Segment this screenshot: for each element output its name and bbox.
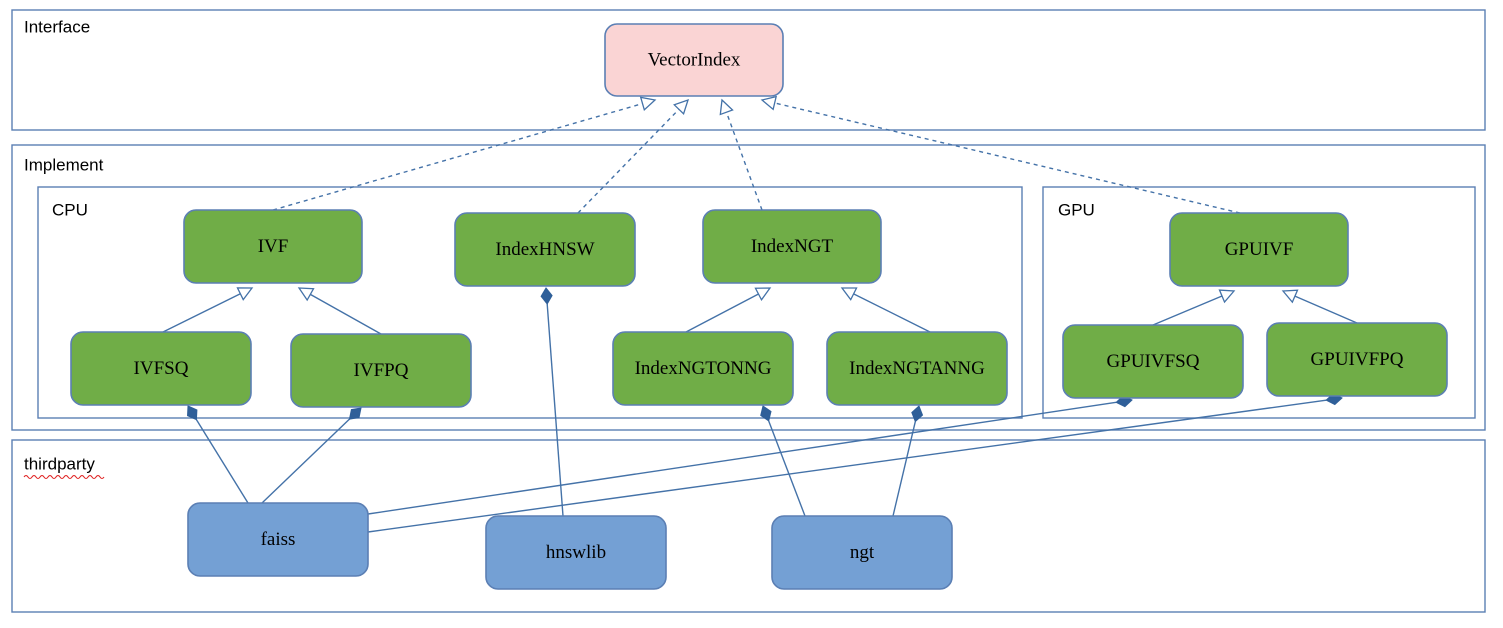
edge-line <box>309 293 382 335</box>
node-box-gpuivfpq[interactable] <box>1266 322 1448 397</box>
edge-line <box>367 401 1117 515</box>
edge-line <box>546 303 564 517</box>
node-ivfpq[interactable]: IVFPQ <box>290 333 472 408</box>
node-box-ivfpq[interactable] <box>290 333 472 408</box>
hollow-triangle-icon <box>639 96 657 112</box>
node-label-indexhnsw: IndexHNSW <box>495 239 594 260</box>
edge-e-ngt-ngtanng <box>892 405 924 517</box>
node-box-gpuivf[interactable] <box>1169 212 1349 287</box>
node-vectorindex[interactable]: VectorIndex <box>604 23 784 97</box>
node-faiss[interactable]: faiss <box>187 502 369 577</box>
hollow-triangle-icon <box>1281 289 1299 304</box>
hollow-triangle-icon <box>840 287 858 301</box>
filled-diamond-icon <box>540 287 553 305</box>
edge-line <box>892 421 917 517</box>
edge-group <box>162 95 1358 533</box>
node-label-faiss: faiss <box>261 529 296 550</box>
node-label-indexngtonng: IndexNGTONNG <box>635 358 772 379</box>
node-indexngtonng[interactable]: IndexNGTONNG <box>612 331 794 406</box>
hollow-triangle-icon <box>236 287 254 301</box>
container-label-gpu: GPU <box>1058 200 1095 219</box>
node-gpuivf[interactable]: GPUIVF <box>1169 212 1349 287</box>
edge-line <box>853 293 931 333</box>
hollow-triangle-icon <box>297 287 315 302</box>
edge-e-ngtanng-indexngt <box>840 287 931 333</box>
edge-line <box>577 108 680 214</box>
filled-diamond-icon <box>348 407 362 420</box>
node-label-ivfpq: IVFPQ <box>354 360 409 381</box>
edge-e-gpuivf-vectorindex <box>760 95 1241 214</box>
edge-line <box>685 293 759 333</box>
edge-e-faiss-ivfpq <box>261 407 362 504</box>
node-indexhnsw[interactable]: IndexHNSW <box>454 212 636 287</box>
node-ngt[interactable]: ngt <box>771 515 953 590</box>
node-indexngt[interactable]: IndexNGT <box>702 209 882 284</box>
node-box-indexngtanng[interactable] <box>826 331 1008 406</box>
edge-e-hnswlib-indexhnsw <box>540 287 564 517</box>
node-label-ivfsq: IVFSQ <box>134 358 189 379</box>
filled-diamond-icon <box>911 405 924 423</box>
edge-e-gpuivfsq-gpuivf <box>1152 289 1236 326</box>
edge-line <box>195 419 249 504</box>
node-label-ngt: ngt <box>850 542 875 563</box>
node-label-gpuivf: GPUIVF <box>1225 239 1294 260</box>
edge-e-indexhnsw-vectorindex <box>577 98 690 214</box>
node-box-hnswlib[interactable] <box>485 515 667 590</box>
node-label-vectorindex: VectorIndex <box>648 49 741 70</box>
node-box-faiss[interactable] <box>187 502 369 577</box>
node-label-ivf: IVF <box>258 236 289 257</box>
node-box-indexhnsw[interactable] <box>454 212 636 287</box>
edge-e-ivfpq-ivf <box>297 287 382 335</box>
node-label-gpuivfpq: GPUIVFPQ <box>1311 349 1404 370</box>
hollow-triangle-icon <box>1218 289 1236 304</box>
node-box-indexngtonng[interactable] <box>612 331 794 406</box>
node-ivf[interactable]: IVF <box>183 209 363 284</box>
edge-e-faiss-ivfsq <box>187 405 249 504</box>
node-box-gpuivfsq[interactable] <box>1062 324 1244 399</box>
node-ivfsq[interactable]: IVFSQ <box>70 331 252 406</box>
node-indexngtanng[interactable]: IndexNGTANNG <box>826 331 1008 406</box>
edge-line <box>272 102 643 211</box>
container-label-cpu: CPU <box>52 200 88 219</box>
edge-line <box>725 111 763 211</box>
node-gpuivfpq[interactable]: GPUIVFPQ <box>1266 322 1448 397</box>
edge-line <box>367 399 1327 533</box>
container-label-implement: Implement <box>24 155 104 174</box>
node-label-indexngtanng: IndexNGTANNG <box>849 358 985 379</box>
node-box-ngt[interactable] <box>771 515 953 590</box>
node-label-hnswlib: hnswlib <box>546 542 606 563</box>
spellcheck-underline <box>23 474 105 480</box>
edge-line <box>162 293 241 333</box>
node-box-ivf[interactable] <box>183 209 363 284</box>
node-gpuivfsq[interactable]: GPUIVFSQ <box>1062 324 1244 399</box>
hollow-triangle-icon <box>719 98 734 116</box>
filled-diamond-icon <box>760 405 772 422</box>
filled-diamond-icon <box>187 405 198 421</box>
edge-line <box>261 418 350 504</box>
edge-line <box>1294 295 1358 324</box>
edge-line <box>1152 295 1223 326</box>
edge-e-ivf-vectorindex <box>272 96 657 211</box>
node-label-gpuivfsq: GPUIVFSQ <box>1107 351 1200 372</box>
node-hnswlib[interactable]: hnswlib <box>485 515 667 590</box>
edge-e-ngtonng-indexngt <box>685 287 772 333</box>
container-label-interface: Interface <box>24 17 90 36</box>
edge-e-indexngt-vectorindex <box>719 98 763 211</box>
container-label-thirdparty: thirdparty <box>24 454 95 473</box>
hollow-triangle-icon <box>673 98 690 116</box>
node-box-ivfsq[interactable] <box>70 331 252 406</box>
hollow-triangle-icon <box>760 95 778 111</box>
edge-line <box>768 420 806 517</box>
edge-e-gpuivfpq-gpuivf <box>1281 289 1358 324</box>
edge-e-ngt-ngtonng <box>760 405 806 517</box>
node-box-vectorindex[interactable] <box>604 23 784 97</box>
node-label-indexngt: IndexNGT <box>751 236 834 257</box>
edge-e-ivfsq-ivf <box>162 287 254 333</box>
hollow-triangle-icon <box>754 287 772 302</box>
node-box-indexngt[interactable] <box>702 209 882 284</box>
